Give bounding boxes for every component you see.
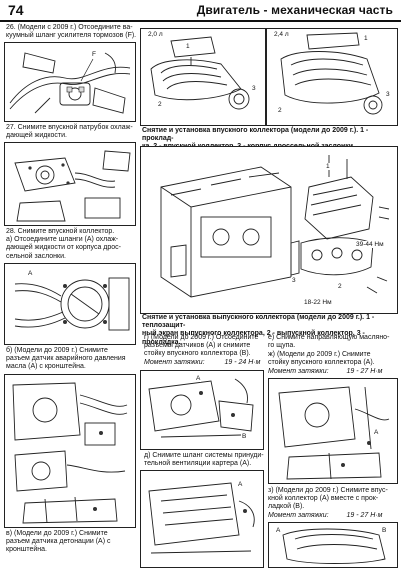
section-title: Двигатель - механическая часть [196, 3, 393, 17]
step-g-text: г) (Модели до 2009 г.) Отсоедините разъе… [144, 334, 259, 358]
label-B-z: B [381, 527, 388, 534]
step-v-text: в) (Модели до 2009 г.) Снимите разъем да… [6, 530, 111, 554]
label-2-intake-a: 2 [157, 101, 163, 108]
step-26-text: 26. (Модели с 2009 г.) Отсоедините ва- к… [6, 24, 137, 40]
label-F: F [91, 51, 97, 58]
label-1-intake-a: 1 [185, 43, 191, 50]
label-1-exhaust: 1 [325, 163, 331, 170]
label-B-g: B [241, 433, 248, 440]
label-A-zh: A [373, 429, 380, 436]
illustration-intake-stay: A B [140, 370, 264, 450]
label-engine-2-4: 2,4 л [273, 31, 290, 38]
label-torque-18-22: 18-22 Нм [303, 299, 333, 306]
step-28-text: 28. Снимите впускной коллектор. а) Отсое… [6, 228, 121, 260]
label-1-intake-b: 1 [363, 35, 369, 42]
label-2-exhaust: 2 [337, 283, 343, 290]
illustration-intake-2-4: 2,4 л 1 2 3 [266, 28, 398, 126]
label-A: A [27, 270, 34, 277]
step-zh-text: ж) (Модели до 2009 г.) Снимите стойку вп… [268, 351, 375, 367]
step-b-text: б) (Модели до 2009 г.) Снимите разъем да… [6, 347, 126, 371]
label-A-g: A [195, 375, 202, 382]
illustration-pcv-hose: A [140, 470, 264, 568]
illustration-dipstick-guide: A [268, 378, 398, 484]
label-A-z: A [275, 527, 282, 534]
label-3-intake-b: 3 [385, 91, 391, 98]
label-torque-39-44: 39-44 Нм [355, 241, 385, 248]
label-3-exhaust: 3 [291, 277, 297, 284]
page-header: 74 Двигатель - механическая часть [0, 0, 401, 22]
label-engine-2-0: 2,0 л [147, 31, 164, 38]
step-g-torque: Момент затяжки: 19 - 24 Н·м [144, 359, 261, 366]
illustration-intake-removal: A B [268, 522, 398, 568]
illustration-throttle-body: A [4, 263, 136, 345]
illustration-intake-2-0: 2,0 л 1 2 3 [140, 28, 266, 126]
step-zh-torque: Момент затяжки: 19 - 27 Н·м [268, 368, 383, 375]
step-z-torque: Момент затяжки: 19 - 27 Н·м [268, 512, 383, 519]
step-e-text: е) Снимите направляющую масляно- го щупа… [268, 334, 390, 350]
page-number: 74 [8, 2, 24, 18]
illustration-coolant-inlet [4, 142, 136, 226]
caption-exhaust-manifold: Снятие и установка выпускного коллектора… [142, 314, 375, 346]
label-A-d: A [237, 481, 244, 488]
illustration-exhaust-manifold: 1 3 2 39-44 Нм 18-22 Нм [140, 146, 398, 314]
step-27-text: 27. Снимите впускной патрубок охлаж- даю… [6, 124, 133, 140]
label-3-intake-a: 3 [251, 85, 257, 92]
label-2-intake-b: 2 [277, 107, 283, 114]
illustration-brake-hose: F [4, 42, 136, 122]
step-z-text: з) (Модели до 2009 г.) Снимите впус- кно… [268, 487, 388, 511]
illustration-oil-pressure-connector [4, 374, 136, 528]
step-d-text: д) Снимите шланг системы принуди- тельно… [144, 452, 264, 468]
